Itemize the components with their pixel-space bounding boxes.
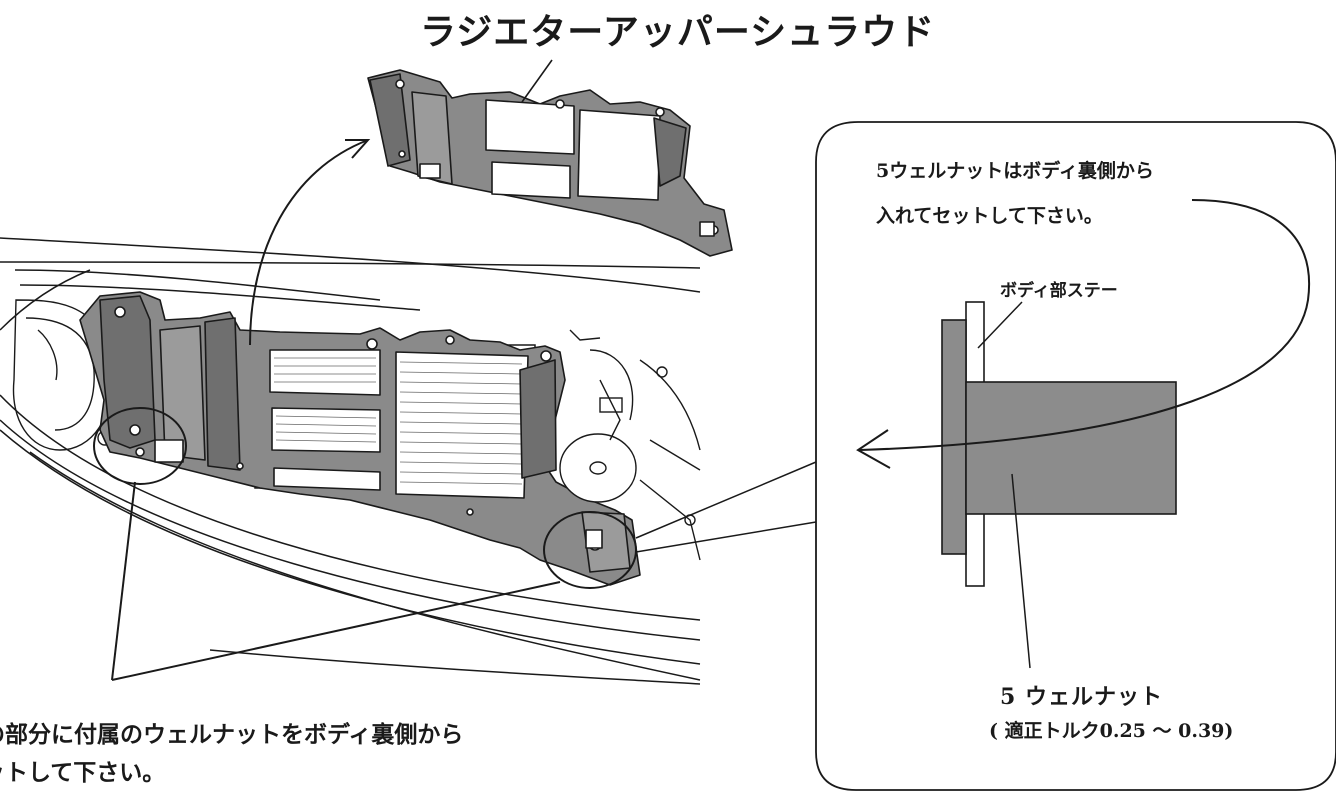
nut-location-circle-right [543,511,637,589]
bottom-note-line2: ットして下さい。 [0,759,166,786]
stay-label-leader [977,301,1023,349]
body-stay-label: ボディ部ステー [1000,281,1118,301]
removal-arrow [249,139,371,346]
nut-location-circle-left [93,407,187,485]
insertion-arrow [856,199,1311,469]
part-title: ラジエターアッパーシュラウド [420,11,936,53]
callout-note-line2: 入れてセットして下さい。 [876,205,1103,227]
installed-shroud [79,291,641,586]
car-body-outline [0,237,701,685]
title-leader-line [521,59,553,103]
nut-label-leader [1011,473,1031,669]
weld-nut-body [965,381,1177,515]
engine-bay-parts [559,329,701,561]
bottom-note-line1: の部分に付属のウェルナットをボディ裏側から [0,721,464,748]
torque-label: ( 適正トルク0.25 ～ 0.39) [989,720,1234,742]
weld-nut-flange [941,319,967,555]
weld-nut-label: 5 ウェルナット [1000,684,1163,710]
upper-shroud-part [367,69,733,257]
callout-leaders [635,461,817,553]
callout-note-line1: 5ウェルナットはボディ裏側から [876,160,1154,182]
bottom-note-leaders [111,481,561,681]
